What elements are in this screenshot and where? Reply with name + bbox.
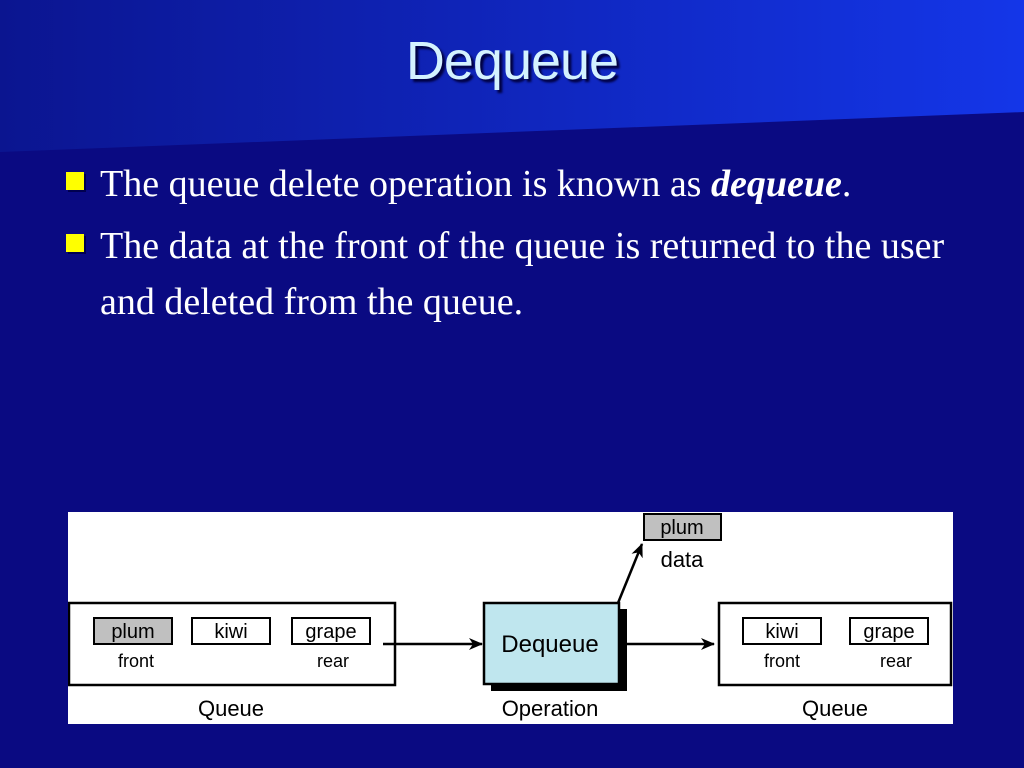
bullet-punctuation: .	[841, 163, 852, 205]
queue-item-front	[93, 617, 173, 645]
queue-item-rear	[291, 617, 371, 645]
square-bullet-icon	[66, 172, 84, 190]
bullet-text: The queue delete operation is known as	[100, 163, 711, 205]
queue-item-label: kiwi	[214, 621, 247, 643]
arrow-to-data	[616, 543, 644, 604]
square-bullet-icon	[66, 234, 84, 252]
rear-label: rear	[317, 651, 349, 671]
queue-item-rear	[849, 617, 929, 645]
dequeue-diagram: plum kiwi grape front rear Queue Dequeue…	[68, 512, 953, 724]
dequeue-term: dequeue	[710, 163, 842, 205]
data-label: data	[661, 547, 705, 572]
returned-data: plum data	[643, 513, 722, 572]
queue-item-label: grape	[305, 621, 356, 643]
operation-label: Operation	[502, 696, 599, 721]
queue-item-label: kiwi	[765, 621, 798, 643]
output-queue: kiwi grape front rear Queue	[717, 601, 953, 721]
input-queue: plum kiwi grape front rear Queue	[68, 601, 397, 721]
queue-item-label: plum	[111, 621, 154, 643]
operation-name: Dequeue	[501, 631, 598, 658]
front-label: front	[118, 651, 154, 671]
front-label: front	[764, 651, 800, 671]
queue-item-label: grape	[863, 621, 914, 643]
queue-item-front	[742, 617, 822, 645]
operation: Dequeue Operation	[482, 601, 627, 721]
bullet-item: The data at the front of the queue is re…	[62, 218, 982, 330]
returned-item-label: plum	[660, 517, 703, 539]
bullet-text: The data at the front of the queue is re…	[100, 225, 945, 323]
slide-title: Dequeue	[405, 31, 619, 91]
output-queue-label: Queue	[802, 696, 868, 721]
bullet-list: The queue delete operation is known as d…	[62, 156, 982, 336]
input-queue-label: Queue	[198, 696, 264, 721]
bullet-item: The queue delete operation is known as d…	[62, 156, 982, 212]
rear-label: rear	[880, 651, 912, 671]
queue-item	[191, 617, 271, 645]
